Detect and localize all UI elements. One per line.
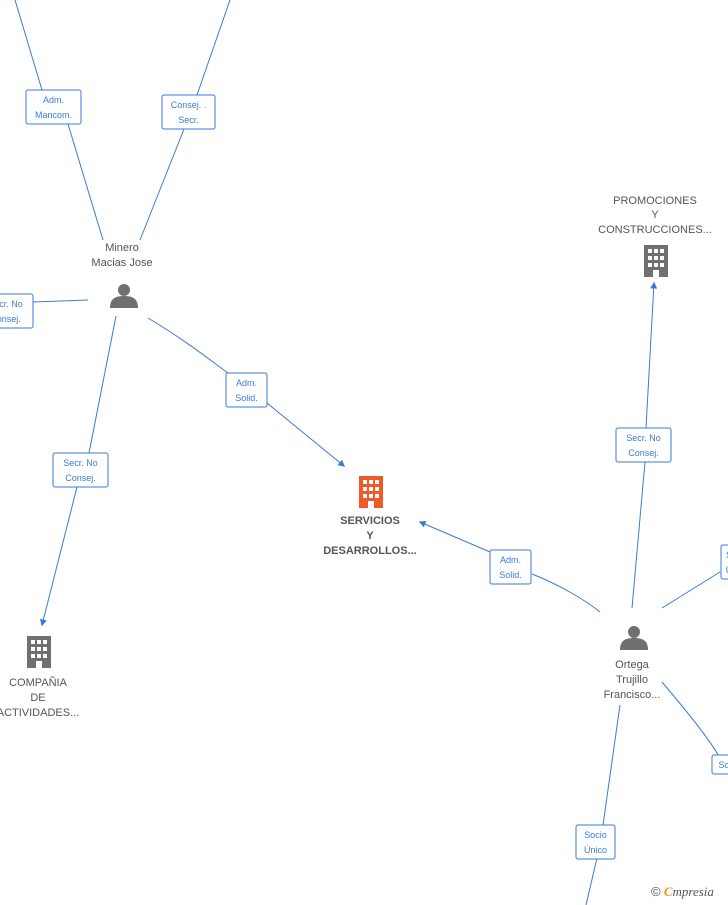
edge-label-adm-solid-minero: Adm. Solid.	[225, 372, 268, 408]
node-label: Trujillo	[616, 674, 648, 686]
edge-left-to-minero	[32, 299, 89, 303]
building-icon	[27, 636, 51, 668]
edge-top-left-to-minero	[14, 0, 104, 241]
edge-minero-to-compania	[88, 315, 117, 454]
edge-label-adm-mancom: Adm. Mancom.	[25, 89, 82, 125]
node-compania-de-actividades[interactable]: COMPAÑIA DE ACTIVIDADES...	[0, 636, 79, 719]
edge-label-adm-solid-ortega: Adm. Solid.	[489, 549, 532, 585]
edge-ortega-to-bottom	[585, 704, 621, 905]
node-label: DESARROLLOS...	[323, 545, 417, 557]
edge-label-socio-unico: Socio Único	[575, 824, 616, 860]
node-label: Minero	[105, 242, 139, 254]
edge-ortega-to-right-bottom	[661, 681, 719, 756]
node-ortega-trujillo-francisco[interactable]: Ortega Trujillo Francisco...	[604, 626, 661, 701]
edge-label-secr-no-consej-minero: Secr. No Consej.	[52, 452, 109, 488]
edge-top-to-minero	[139, 0, 231, 241]
node-label: Francisco...	[604, 689, 661, 701]
node-label: CONSTRUCCIONES...	[598, 224, 712, 236]
edge-label-text: Adm.	[236, 378, 257, 388]
edge-label-secr-no-consej-ortega: Secr. No Consej.	[615, 427, 672, 463]
edge-minero-to-compania-arrow	[39, 486, 78, 627]
edge-ortega-to-servicios	[531, 573, 601, 613]
edge-ortega-to-promociones	[631, 461, 646, 609]
edge-label-text: Consej.	[628, 448, 659, 458]
edge-label-right-top-partial: S U	[720, 544, 728, 580]
node-promociones-y-construcciones[interactable]: PROMOCIONES Y CONSTRUCCIONES...	[598, 195, 712, 277]
brand-initial: C	[663, 884, 673, 899]
node-label: Y	[366, 530, 374, 542]
node-label: Ortega	[615, 659, 650, 671]
edge-label-text: Secr. No	[626, 433, 661, 443]
building-icon	[359, 476, 383, 508]
edge-label-text: Secr. No	[0, 299, 23, 309]
node-label: Y	[651, 209, 659, 221]
edge-label-text: Secr. No	[63, 458, 98, 468]
edge-minero-to-servicios	[147, 317, 229, 374]
node-label: SERVICIOS	[340, 515, 400, 527]
edge-label-consej-secr: Consej. . Secr.	[161, 94, 216, 130]
edge-label-text: Solid.	[235, 393, 258, 403]
edge-label-text: Adm.	[500, 555, 521, 565]
node-label: ACTIVIDADES...	[0, 707, 79, 719]
edge-label-text: U	[726, 565, 728, 575]
building-icon	[644, 245, 668, 277]
node-label: DE	[30, 692, 45, 704]
edge-label-text: Consej.	[65, 473, 96, 483]
edge-label-text: Consej.	[0, 314, 21, 324]
edge-label-text: Socio	[584, 830, 607, 840]
edge-label-right-bottom-partial: So	[711, 754, 728, 775]
edge-ortega-to-servicios-arrow	[418, 520, 491, 553]
edge-label-text: Solid.	[499, 570, 522, 580]
edge-label-text: Adm.	[43, 95, 64, 105]
edge-ortega-to-right-top	[661, 571, 721, 609]
copyright-symbol: ©	[651, 884, 661, 899]
brand-name: mpresia	[672, 884, 714, 899]
person-icon	[620, 626, 648, 650]
node-label: COMPAÑIA	[9, 676, 68, 689]
edge-label-text: Secr.	[178, 115, 199, 125]
empresia-watermark: © Cmpresia	[651, 884, 714, 900]
edge-label-text: Mancom.	[35, 110, 72, 120]
edge-label-text: S	[726, 550, 728, 560]
node-label: Macias Jose	[91, 257, 152, 269]
node-label: PROMOCIONES	[613, 195, 697, 207]
edge-ortega-to-promociones-arrow	[645, 281, 658, 429]
edge-label-text: Consej. .	[171, 100, 207, 110]
edge-minero-to-servicios-arrow	[266, 402, 346, 467]
edge-label-text: Único	[584, 845, 607, 855]
person-icon	[110, 284, 138, 308]
edge-label-secr-no-consej-left: Secr. No Consej.	[0, 293, 34, 329]
node-servicios-y-desarrollos[interactable]: SERVICIOS Y DESARROLLOS...	[323, 476, 417, 557]
node-minero-macias-jose[interactable]: Minero Macias Jose	[91, 242, 153, 308]
edge-label-text: So	[718, 760, 728, 770]
